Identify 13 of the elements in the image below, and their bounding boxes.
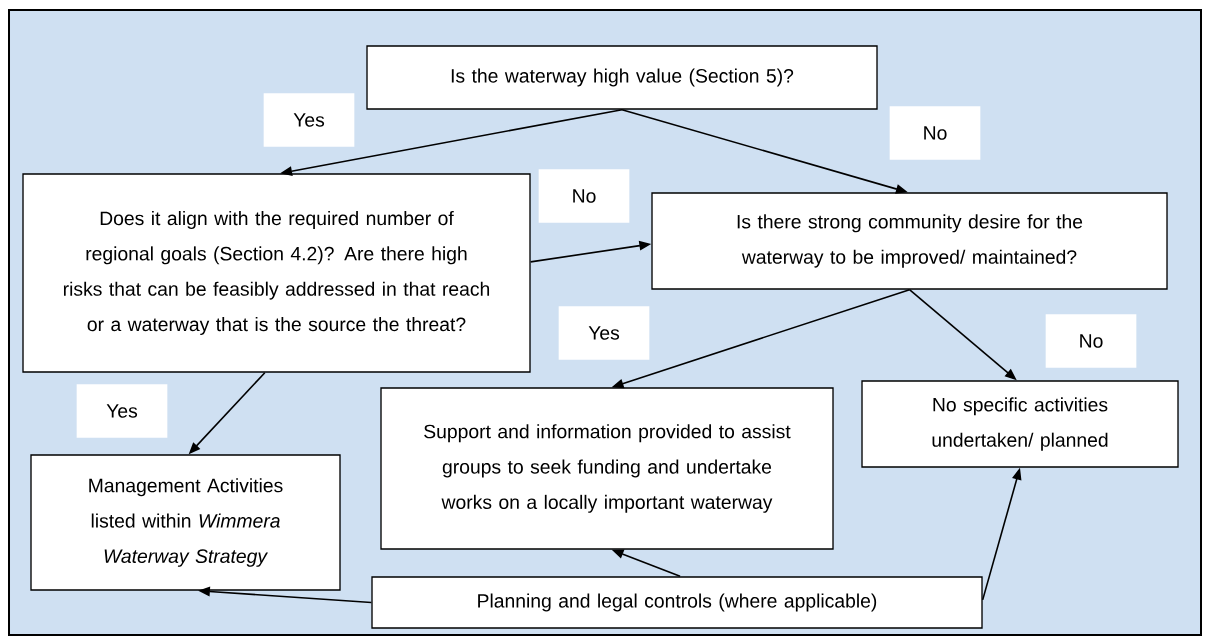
outcome-box: Planning and legal controls (where applicable) xyxy=(371,576,983,629)
edge-label: No xyxy=(538,169,630,223)
edge-label: Yes xyxy=(76,384,168,438)
edge-label: Yes xyxy=(263,93,355,147)
question-box: Is the waterway high value (Section 5)? xyxy=(366,45,878,110)
edge-label: No xyxy=(889,106,981,160)
outcome-box: No specific activities undertaken/ planned xyxy=(861,380,1179,468)
question-box: Is there strong community desire for the waterway to be improved/ maintained? xyxy=(651,192,1168,290)
outcome-box: Management Activities listed within Wimmera Waterway Strategy xyxy=(30,454,341,591)
edge-label: No xyxy=(1045,314,1137,368)
question-box: Does it align with the required number of regional goals (Section 4.2)? Are there high risks that can be feasibly addressed in that reach or a waterway that is the source the threat? xyxy=(22,173,531,373)
outcome-box: Support and information provided to assist groups to seek funding and undertake works on a locally important waterway xyxy=(380,387,834,550)
edge-label: Yes xyxy=(558,306,650,360)
